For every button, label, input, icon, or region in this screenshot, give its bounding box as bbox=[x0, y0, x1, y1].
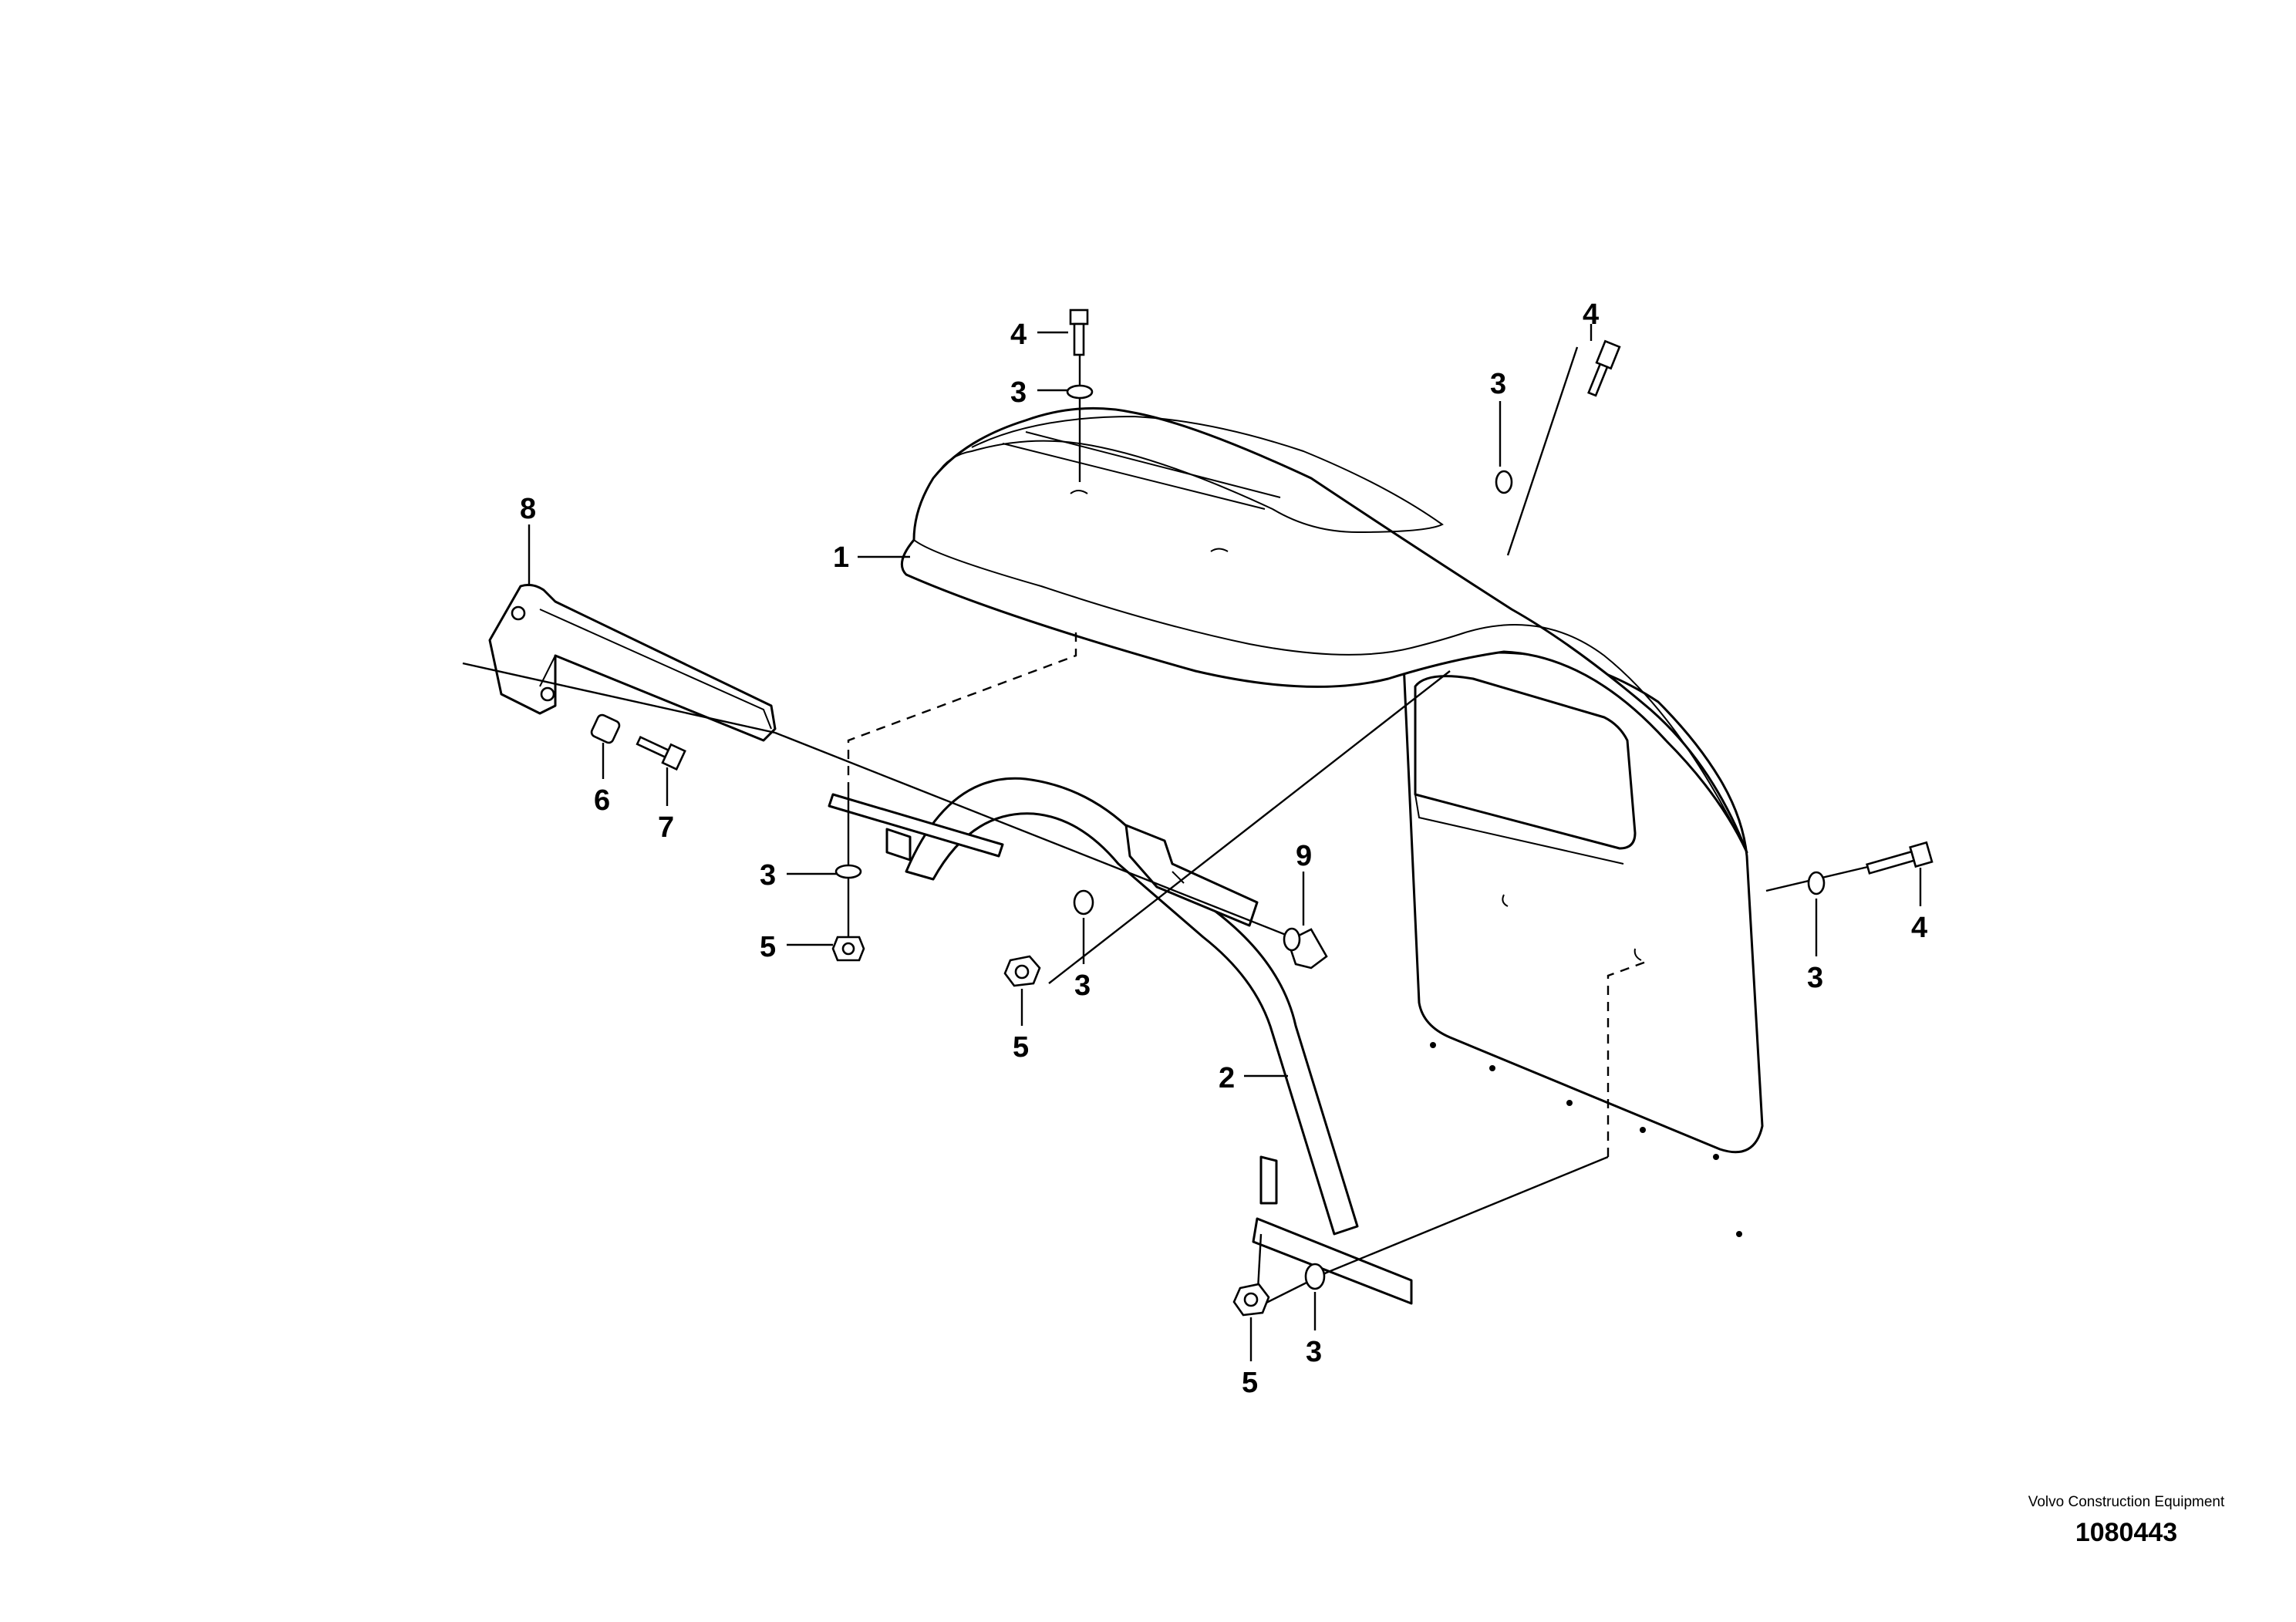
callout-5-centre: 5 bbox=[1013, 1031, 1029, 1064]
callout-3-centre: 3 bbox=[1074, 969, 1091, 1002]
washer-right-top bbox=[1495, 470, 1513, 494]
washer-centre bbox=[1073, 889, 1094, 916]
callout-4-right-side: 4 bbox=[1911, 912, 1927, 944]
callout-3-right-side: 3 bbox=[1807, 962, 1823, 994]
nut-centre bbox=[1003, 955, 1041, 987]
callout-3-top: 3 bbox=[1010, 376, 1027, 409]
washer-right-side bbox=[1807, 871, 1826, 895]
drawing-credit: Volvo Construction Equipment 1080443 bbox=[2026, 1493, 2227, 1549]
bolt-top bbox=[1069, 309, 1089, 356]
washer-top bbox=[1066, 384, 1094, 400]
bolt-right-side bbox=[1866, 841, 1934, 875]
nut-bottom bbox=[1232, 1283, 1270, 1317]
sleeve-part bbox=[590, 713, 621, 744]
callout-9: 9 bbox=[1296, 840, 1312, 872]
callout-labels: 4 3 4 3 1 8 6 7 3 5 3 5 9 2 3 4 3 5 bbox=[520, 298, 1927, 1399]
bolt-part-7 bbox=[636, 735, 686, 771]
leader-lines bbox=[462, 346, 1898, 1305]
drawing-number: 1080443 bbox=[2075, 1518, 2178, 1547]
callout-5-bottom: 5 bbox=[1242, 1367, 1258, 1399]
callout-7: 7 bbox=[658, 811, 674, 844]
bracket-arm-part bbox=[488, 583, 777, 742]
nut-left-lower bbox=[831, 936, 865, 962]
callout-3-bottom: 3 bbox=[1306, 1336, 1322, 1368]
callout-leaders bbox=[528, 324, 1922, 1361]
callout-1: 1 bbox=[833, 541, 849, 574]
callout-6: 6 bbox=[594, 784, 610, 817]
callout-8: 8 bbox=[520, 493, 536, 525]
fasteners bbox=[590, 309, 1934, 1317]
callout-2: 2 bbox=[1219, 1062, 1235, 1094]
callout-4-top: 4 bbox=[1010, 319, 1027, 351]
brand-name: Volvo Construction Equipment bbox=[2028, 1494, 2225, 1510]
washer-left-lower bbox=[834, 864, 862, 879]
callout-5-left: 5 bbox=[760, 931, 776, 963]
callout-3-right-top: 3 bbox=[1490, 368, 1506, 400]
callout-4-right-top: 4 bbox=[1583, 298, 1599, 331]
washer-bottom bbox=[1304, 1263, 1326, 1290]
arch-frame-part bbox=[828, 777, 1413, 1305]
knob-part bbox=[1283, 927, 1328, 969]
bolt-right-top bbox=[1587, 339, 1621, 397]
callout-3-left: 3 bbox=[760, 859, 776, 892]
canopy-part bbox=[900, 406, 1764, 1237]
